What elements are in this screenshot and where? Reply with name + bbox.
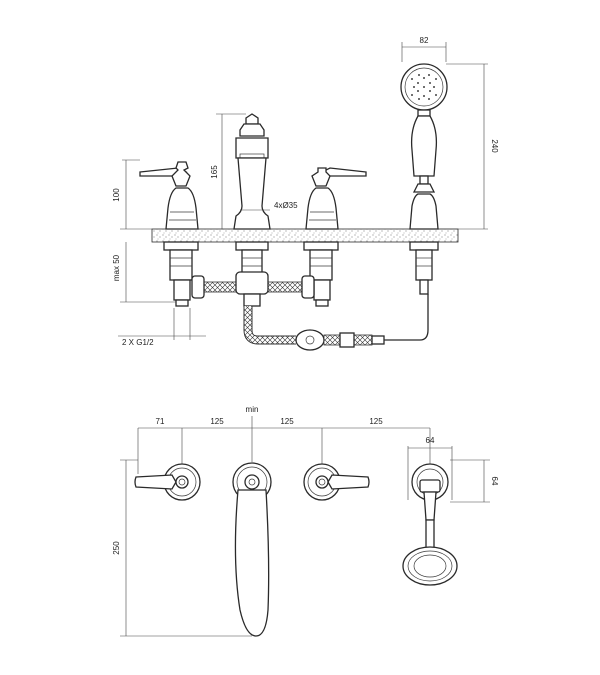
dim-below-deck: max 50: [112, 254, 121, 281]
top-dimensions: [120, 416, 490, 637]
dim-shower-depth: 64: [490, 477, 499, 486]
dim-spacing-2: 125: [280, 417, 294, 426]
left-valve: [139, 161, 199, 307]
dim-spacing-3: 125: [369, 417, 383, 426]
hand-shower: [400, 63, 448, 295]
dim-connection: 2 X G1/2: [122, 338, 154, 347]
dim-spout-reach: 250: [112, 541, 121, 555]
dim-handspray-height: 240: [490, 139, 499, 153]
supply-hoses: [191, 271, 429, 351]
spout-top: [232, 462, 272, 637]
dim-offset-left: 71: [156, 417, 165, 426]
dim-spacing-1: 125: [210, 417, 224, 426]
dim-shower-base: 64: [426, 436, 435, 445]
left-handle-top: [134, 463, 201, 501]
spout-body: [233, 113, 271, 279]
hand-shower-top: [402, 463, 458, 586]
dim-hole-diameter: 4xØ35: [274, 201, 298, 210]
right-handle-top: [303, 463, 370, 501]
dim-min: min: [246, 405, 259, 414]
dim-spout-height: 165: [210, 165, 219, 179]
deck-slab: [151, 228, 459, 243]
right-valve: [303, 167, 367, 307]
dim-handspray-width: 82: [420, 36, 429, 45]
side-view: 82 240 165 100 4xØ35 max 50 2 X G1/2: [112, 36, 499, 351]
dim-handle-height: 100: [112, 188, 121, 202]
side-dimensions: [118, 42, 488, 340]
top-view: 71 125 min 125 125 64 64 250: [112, 405, 499, 637]
